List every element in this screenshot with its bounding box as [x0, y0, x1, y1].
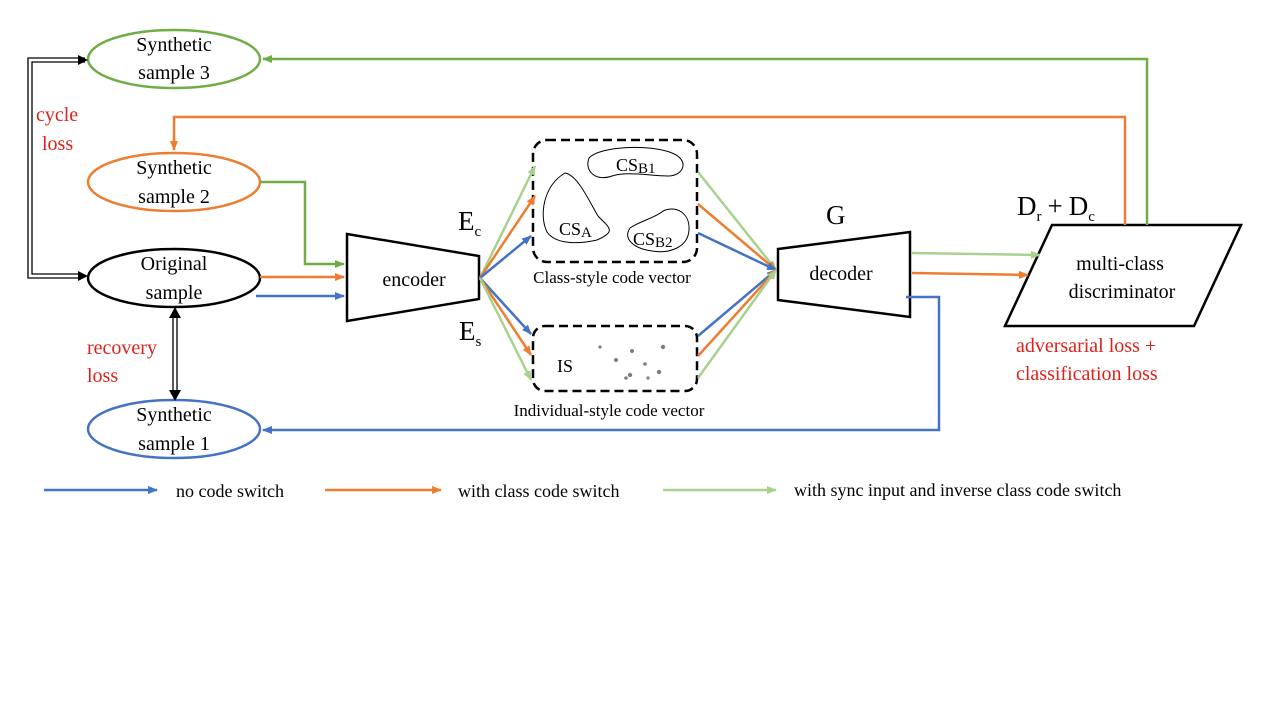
synthetic-sample-1-line1: Synthetic: [136, 404, 212, 426]
csb1-region: [587, 146, 684, 179]
enc-to-class-lgreen-arrow: [478, 165, 537, 279]
individual-style-code-vector-label: Individual-style code vector: [514, 401, 705, 420]
synthetic-sample-2-line1: Synthetic: [136, 157, 212, 179]
class-to-dec-orange-arrow: [697, 203, 777, 271]
recovery-loss-connector: [169, 307, 181, 401]
dec-to-disc-lgreen-arrow: [911, 250, 1041, 259]
is-label: IS: [557, 356, 573, 376]
enc-to-class-blue-arrow: [479, 235, 532, 279]
class-to-dec-blue-arrow: [697, 231, 777, 272]
indiv-to-dec-lgreen-arrow: [696, 269, 778, 379]
dr-dc-label: Dr+Dc: [1017, 191, 1095, 225]
class-style-code-vector-label: Class-style code vector: [533, 268, 691, 287]
class-style-code-box: CSB1 CSA CSB2: [531, 138, 699, 264]
dec-to-disc-orange-arrow: [911, 270, 1029, 279]
cycle-loss-line1: cycle: [36, 104, 78, 126]
discriminator-line2: discriminator: [1069, 281, 1176, 303]
synthetic-sample-3-node: Synthetic sample 3: [86, 28, 262, 90]
synthetic-sample-3-line1: Synthetic: [136, 34, 212, 56]
ec-label: Ec: [458, 206, 482, 240]
is-scatter-dots: [598, 344, 666, 380]
original-sample-node: Original sample: [86, 247, 262, 309]
synthetic-sample-2-node: Synthetic sample 2: [86, 151, 262, 213]
csb1-label: CSB1: [616, 155, 656, 177]
cycle-loss-connector: [27, 55, 88, 281]
enc-to-class-orange-arrow: [478, 195, 537, 279]
individual-style-code-box: IS: [531, 324, 699, 393]
legend: no code switch with class code switch wi…: [44, 480, 1121, 501]
es-label: Es: [459, 316, 482, 350]
encoder-label: encoder: [382, 269, 446, 291]
csa-region: [542, 172, 610, 244]
sample2-to-encoder-arrow: [260, 180, 345, 268]
original-sample-line2: sample: [146, 282, 203, 304]
enc-to-indiv-lgreen-arrow: [478, 277, 533, 381]
flow-arrows: [170, 55, 1149, 434]
synthetic-sample-1-line2: sample 1: [138, 433, 210, 455]
synthetic-sample-1-node: Synthetic sample 1: [86, 398, 262, 460]
cycle-loss-line2: loss: [42, 133, 73, 155]
indiv-to-dec-blue-arrow: [697, 269, 777, 337]
legend-no-code-switch: no code switch: [176, 481, 284, 501]
recovery-loss-line1: recovery: [87, 337, 157, 359]
disc-to-sample2-arrow: [170, 115, 1127, 225]
adversarial-loss-line1: adversarial loss +: [1016, 335, 1156, 357]
encoder-block: encoder: [345, 232, 481, 323]
csa-label: CSA: [559, 219, 592, 241]
disc-to-sample3-arrow: [262, 55, 1149, 225]
decoder-block: decoder: [776, 230, 912, 319]
discriminator-block: multi-class discriminator: [1003, 223, 1243, 328]
classification-loss-line2: classification loss: [1016, 363, 1158, 385]
dec-to-sample1-arrow: [262, 295, 941, 434]
recovery-loss-line2: loss: [87, 365, 118, 387]
class-to-dec-lgreen-arrow: [697, 171, 777, 271]
discriminator-line1: multi-class: [1076, 253, 1164, 275]
decoder-label: decoder: [809, 263, 873, 285]
csb2-label: CSB2: [633, 229, 673, 251]
csb2-region: [627, 208, 690, 253]
synthetic-sample-3-line2: sample 3: [138, 62, 210, 84]
enc-to-indiv-blue-arrow: [479, 277, 532, 335]
g-label: G: [826, 200, 846, 230]
legend-class-code-switch: with class code switch: [458, 481, 619, 501]
enc-to-indiv-orange-arrow: [478, 277, 533, 356]
original-sample-line1: Original: [141, 253, 208, 275]
synthetic-sample-2-line2: sample 2: [138, 186, 210, 208]
indiv-to-dec-orange-arrow: [697, 269, 777, 357]
legend-sync-inverse-switch: with sync input and inverse class code s…: [794, 480, 1121, 500]
